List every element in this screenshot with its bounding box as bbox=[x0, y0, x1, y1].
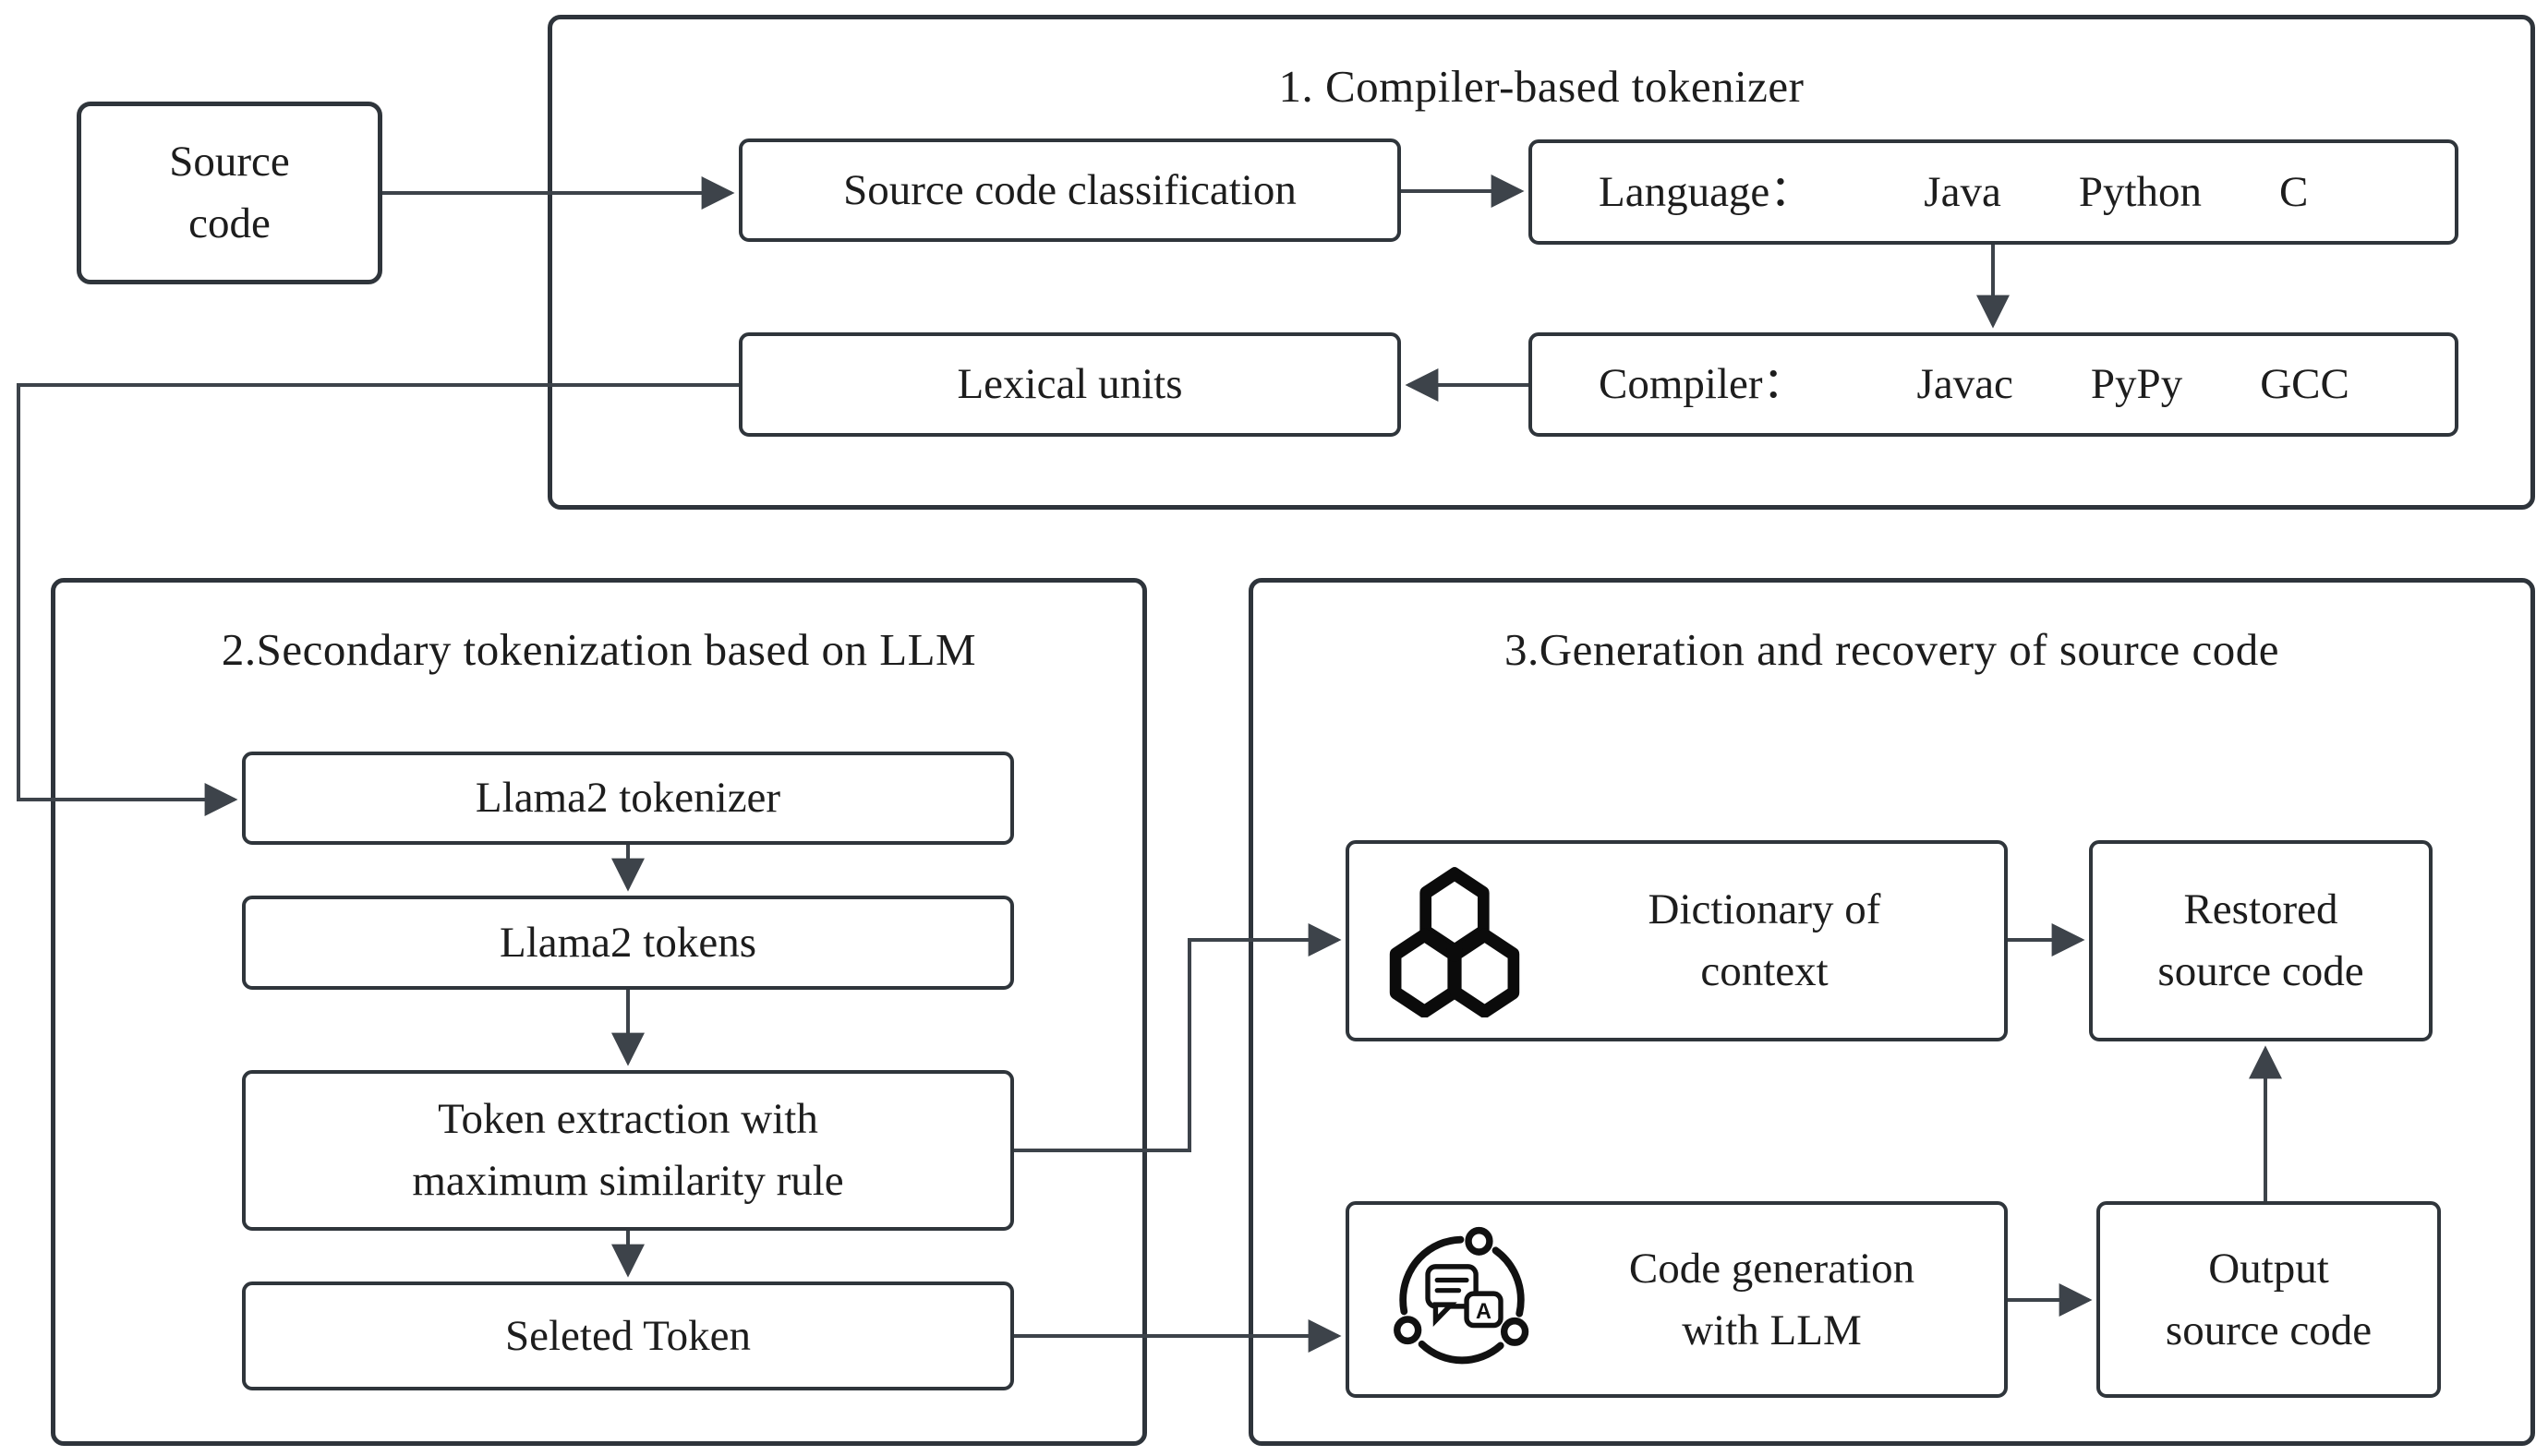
token-extraction-line1: Token extraction with bbox=[438, 1095, 818, 1144]
restored-line1: Restored bbox=[2183, 885, 2338, 934]
restored-line2: source code bbox=[2157, 947, 2364, 995]
language-c: C bbox=[2279, 167, 2309, 216]
language-node: Language： Java Python C bbox=[1528, 139, 2458, 245]
language-java: Java bbox=[1924, 167, 2001, 216]
token-extraction-label: Token extraction with maximum similarity… bbox=[412, 1089, 843, 1211]
source-code-node: Source code bbox=[77, 102, 382, 284]
hexagon-cluster-icon bbox=[1389, 867, 1520, 1017]
code-generation-label: Code generation with LLM bbox=[1540, 1238, 2004, 1361]
dictionary-line2: context bbox=[1700, 947, 1829, 995]
llama2-tokenizer-node: Llama2 tokenizer bbox=[242, 752, 1014, 845]
output-line2: source code bbox=[2165, 1306, 2373, 1354]
selected-token-node: Seleted Token bbox=[242, 1282, 1014, 1390]
source-code-classification-node: Source code classification bbox=[739, 138, 1401, 242]
section-1-compiler-tokenizer: 1. Compiler-based tokenizer bbox=[548, 15, 2535, 510]
compiler-javac: Javac bbox=[1916, 360, 2013, 409]
codegen-line2: with LLM bbox=[1682, 1306, 1862, 1354]
source-code-line1: Source bbox=[169, 138, 290, 187]
output-source-code-node: Output source code bbox=[2096, 1201, 2441, 1398]
dictionary-of-context-label: Dictionary of context bbox=[1525, 879, 2004, 1002]
lexical-units-node: Lexical units bbox=[739, 332, 1401, 437]
llama2-tokens-label: Llama2 tokens bbox=[499, 918, 756, 967]
dictionary-of-context-node: Dictionary of context bbox=[1346, 840, 2008, 1041]
source-code-label: Source code bbox=[169, 131, 290, 254]
selected-token-label: Seleted Token bbox=[504, 1311, 752, 1360]
source-code-classification-label: Source code classification bbox=[843, 165, 1297, 214]
llama2-tokens-node: Llama2 tokens bbox=[242, 896, 1014, 990]
compiler-pypy: PyPy bbox=[2090, 360, 2183, 409]
language-label: Language： bbox=[1599, 167, 1814, 216]
section-2-title: 2.Secondary tokenization based on LLM bbox=[221, 624, 977, 675]
language-python: Python bbox=[2078, 167, 2203, 216]
compiler-label: Compiler： bbox=[1599, 360, 1806, 409]
output-source-code-label: Output source code bbox=[2166, 1238, 2372, 1361]
section-3-title: 3.Generation and recovery of source code bbox=[1503, 624, 2279, 675]
translation-a-glyph: A bbox=[1476, 1298, 1491, 1323]
code-generation-node: A Code generation with LLM bbox=[1346, 1201, 2008, 1398]
llama2-tokenizer-label: Llama2 tokenizer bbox=[475, 774, 781, 823]
source-code-line2: code bbox=[188, 199, 271, 247]
token-extraction-line2: maximum similarity rule bbox=[412, 1157, 844, 1205]
compiler-gcc: GCC bbox=[2260, 360, 2349, 409]
compiler-node: Compiler： Javac PyPy GCC bbox=[1528, 332, 2458, 437]
restored-source-code-node: Restored source code bbox=[2089, 840, 2433, 1041]
lexical-units-label: Lexical units bbox=[957, 360, 1183, 409]
section-1-title: 1. Compiler-based tokenizer bbox=[1278, 61, 1805, 112]
output-line1: Output bbox=[2208, 1244, 2329, 1293]
codegen-line1: Code generation bbox=[1628, 1244, 1915, 1293]
chat-translation-cycle-icon: A bbox=[1394, 1226, 1529, 1364]
restored-source-code-label: Restored source code bbox=[2157, 879, 2363, 1002]
token-extraction-node: Token extraction with maximum similarity… bbox=[242, 1070, 1014, 1231]
dictionary-line1: Dictionary of bbox=[1648, 885, 1881, 934]
